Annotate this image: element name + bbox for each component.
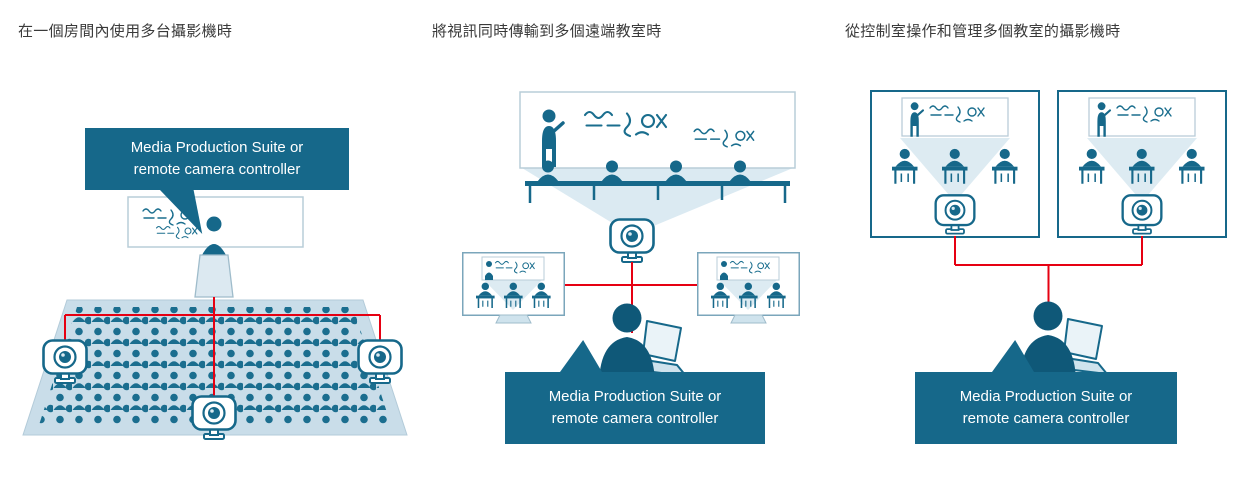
- ptz-camera-icon: [609, 218, 655, 264]
- callout-text-line1: Media Production Suite or: [959, 387, 1133, 405]
- callout-text-line2: remote camera controller: [133, 161, 301, 178]
- camera-fov-cone: [522, 168, 793, 235]
- whiteboard: [519, 91, 796, 169]
- camera-cable-lines: [64, 297, 381, 397]
- callout-text-line2: remote camera controller: [551, 410, 719, 427]
- classroom-box-left: [871, 91, 1039, 237]
- callout-text-line1: Media Production Suite or: [548, 387, 722, 405]
- panel-multi-camera-one-room: 在一個房間內使用多台攝影機時 Media: [0, 0, 420, 477]
- use-case-heading: 將視訊同時傳輸到多個遠端教室時: [432, 23, 662, 40]
- panel-control-room-management: 從控制室操作和管理多個教室的攝影機時 Media Production Suit…: [840, 0, 1245, 477]
- control-room-illustration: [845, 85, 1240, 382]
- media-suite-callout: Media Production Suite or remote camera …: [505, 372, 765, 444]
- use-case-heading: 在一個房間內使用多台攝影機時: [18, 23, 233, 40]
- callout-text-line2: remote camera controller: [962, 410, 1130, 427]
- lecture-hall-illustration: [22, 196, 408, 441]
- media-suite-callout: Media Production Suite or remote camera …: [915, 372, 1177, 444]
- use-case-heading: 從控制室操作和管理多個教室的攝影機時: [845, 23, 1121, 40]
- presenter-figure: [201, 216, 227, 257]
- classroom-box-right: [1058, 91, 1226, 237]
- operator-with-laptop-figure: [1019, 300, 1108, 382]
- classroom-streaming-illustration: [430, 91, 835, 384]
- panel-multi-remote-classrooms: 將視訊同時傳輸到多個遠端教室時: [420, 0, 840, 477]
- remote-classroom-screen-left: [463, 253, 565, 323]
- network-cable-lines: [954, 236, 1143, 313]
- media-suite-callout: Media Production Suite or remote camera …: [85, 128, 349, 190]
- students-row: [525, 160, 790, 203]
- callout-text-line1: Media Production Suite or: [130, 138, 304, 156]
- remote-classroom-screen-right: [698, 253, 800, 323]
- lectern: [194, 254, 234, 298]
